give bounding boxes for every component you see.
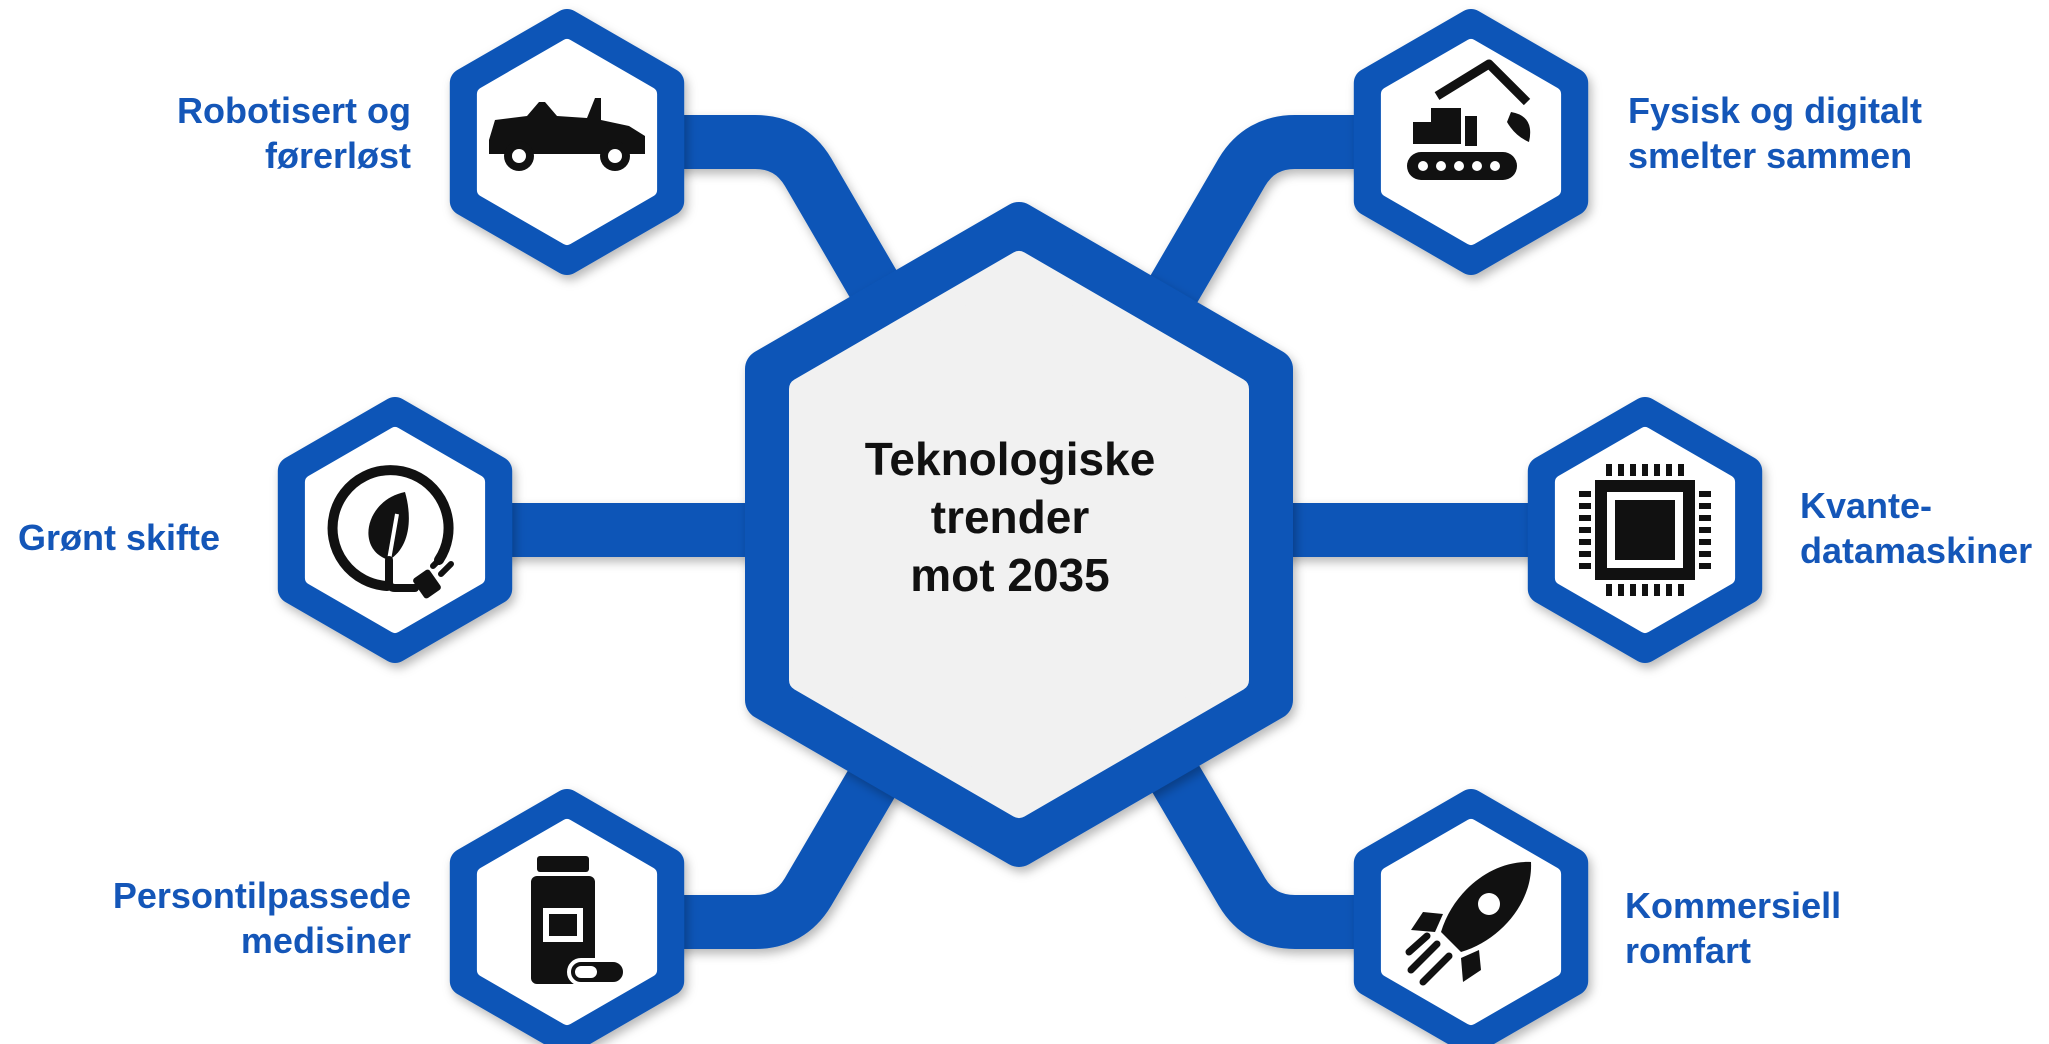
node-label-medicine-line-2: medisiner — [240, 920, 411, 961]
node-label-quantum-line-1: Kvante- — [1800, 485, 1933, 526]
connector-space — [1123, 708, 1437, 949]
node-hexagons — [277, 9, 1763, 1044]
node-label-medicine: Persontilpassede medisiner — [113, 873, 411, 963]
connector-physical — [1123, 115, 1437, 357]
node-label-robotic: Robotisert og førerløst — [177, 88, 411, 178]
medicine-bottle-pill-icon — [531, 856, 627, 986]
rocket-icon — [1405, 861, 1532, 986]
node-label-robotic-line-2: førerløst — [264, 135, 411, 176]
node-label-space-line-2: romfart — [1625, 930, 1752, 971]
convertible-car-icon — [489, 98, 645, 171]
connector-robotic — [613, 115, 927, 357]
center-title-line-1: Teknologiske — [864, 433, 1156, 485]
node-label-quantum: Kvante- datamaskiner — [1800, 483, 2032, 573]
excavator-icon — [1407, 59, 1531, 180]
cpu-chip-icon — [1579, 464, 1711, 596]
leaf-plug-icon — [327, 465, 454, 599]
node-label-green: Grønt skifte — [18, 515, 220, 560]
node-label-medicine-line-1: Persontilpassede — [112, 875, 411, 916]
center-hexagon — [745, 202, 1293, 867]
node-label-physical-line-2: smelter sammen — [1628, 135, 1913, 176]
center-title-line-2: trender — [930, 491, 1090, 543]
node-label-green-line-1: Grønt skifte — [18, 517, 221, 558]
node-hexagon-robotic — [449, 9, 685, 275]
connector-medicine — [613, 708, 927, 949]
node-label-physical: Fysisk og digitalt smelter sammen — [1628, 88, 1922, 178]
node-label-space-line-1: Kommersiell — [1625, 885, 1842, 926]
node-label-quantum-line-2: datamaskiner — [1800, 530, 2033, 571]
node-label-space: Kommersiell romfart — [1625, 883, 1841, 973]
center-title-line-3: mot 2035 — [910, 549, 1110, 601]
node-label-robotic-line-1: Robotisert og — [177, 90, 411, 131]
center-title: Teknologiske trender mot 2035 — [795, 430, 1225, 604]
node-label-physical-line-1: Fysisk og digitalt — [1628, 90, 1923, 131]
connectors — [453, 115, 1597, 949]
